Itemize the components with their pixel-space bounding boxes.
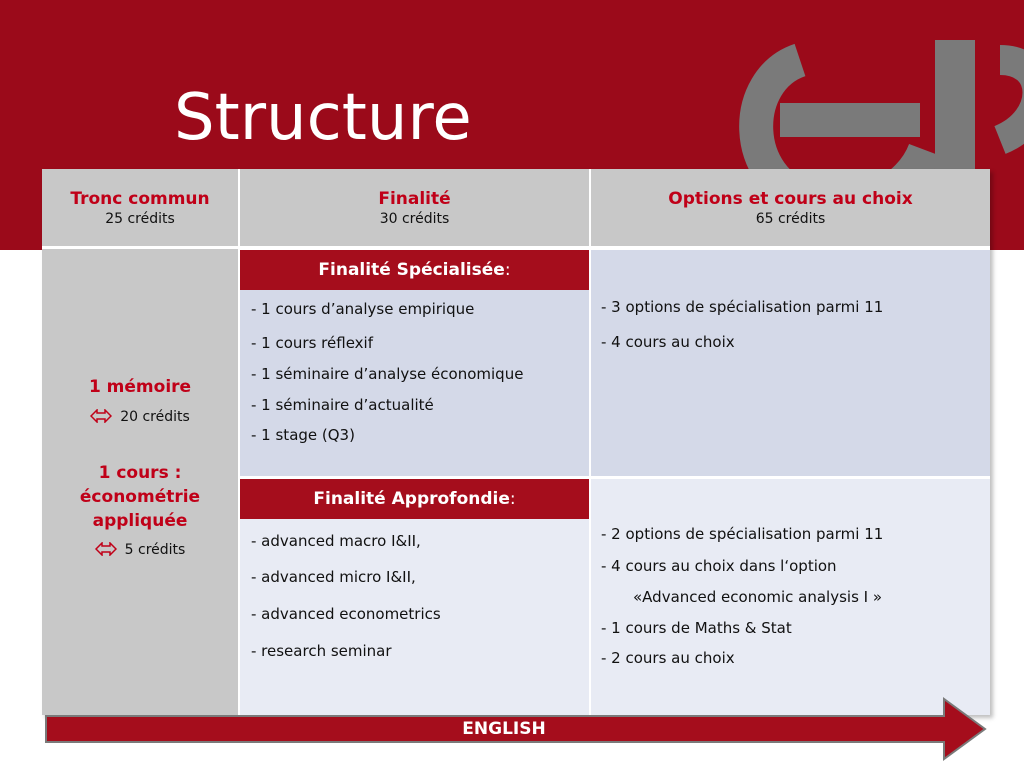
tronc-commun-cell: 1 mémoire 20 crédits 1 cours : économétr… xyxy=(42,249,238,715)
header-options: Options et cours au choix 65 crédits xyxy=(591,169,990,246)
approfondie-options-cell: - 2 options de spécialisation parmi 11 -… xyxy=(591,479,990,715)
memoire-credits-row: 20 crédits xyxy=(42,409,238,425)
structure-table: Tronc commun 25 crédits Finalité 30 créd… xyxy=(42,169,990,715)
english-arrow-icon xyxy=(45,697,987,761)
approfondie-colon: : xyxy=(509,489,516,509)
list-item: - 2 cours au choix xyxy=(601,649,735,667)
list-item: - 1 stage (Q3) xyxy=(251,426,355,444)
header-credits: 25 crédits xyxy=(105,211,175,227)
double-arrow-icon xyxy=(90,409,113,423)
approfondie-header: Finalité Approfondie: xyxy=(240,479,589,519)
list-item: - advanced econometrics xyxy=(251,605,441,623)
approfondie-courses-cell: - advanced macro I&II, - advanced micro … xyxy=(240,519,589,715)
list-item: - 1 séminaire d’actualité xyxy=(251,396,434,414)
cours-line-3: appliquée xyxy=(92,511,188,531)
approfondie-title: Finalité Approfondie xyxy=(313,489,510,509)
memoire-label: 1 mémoire xyxy=(88,377,192,397)
cours-line-2: économétrie xyxy=(79,487,201,507)
list-item: - 1 cours d’analyse empirique xyxy=(251,300,475,318)
specialisee-options-cell: - 3 options de spécialisation parmi 11 -… xyxy=(591,250,990,476)
list-item: - 4 cours au choix dans l‘option xyxy=(601,557,837,575)
list-item: - 3 options de spécialisation parmi 11 xyxy=(601,298,884,316)
cours-line-1: 1 cours : xyxy=(98,463,182,483)
header-tronc-commun: Tronc commun 25 crédits xyxy=(42,169,238,246)
english-label: ENGLISH xyxy=(462,719,546,739)
header-credits: 30 crédits xyxy=(379,211,450,227)
header-credits: 65 crédits xyxy=(755,211,826,227)
list-item: - 4 cours au choix xyxy=(601,333,735,351)
header-title: Options et cours au choix xyxy=(668,189,913,209)
specialisee-header: Finalité Spécialisée: xyxy=(240,250,589,290)
specialisee-colon: : xyxy=(504,260,511,280)
header-finalite: Finalité 30 crédits xyxy=(240,169,589,246)
memoire-credits: 20 crédits xyxy=(120,409,190,425)
list-item: - 2 options de spécialisation parmi 11 xyxy=(601,525,884,543)
list-item: - 1 cours réflexif xyxy=(251,334,373,352)
header-title: Finalité xyxy=(378,189,451,209)
list-item: - 1 séminaire d’analyse économique xyxy=(251,365,524,383)
specialisee-title: Finalité Spécialisée xyxy=(318,260,505,280)
cours-credits-row: 5 crédits xyxy=(42,542,238,558)
list-item: - advanced macro I&II, xyxy=(251,532,421,550)
slide-title: Structure xyxy=(174,81,472,155)
list-item: - 1 cours de Maths & Stat xyxy=(601,619,792,637)
list-item: - research seminar xyxy=(251,642,392,660)
specialisee-courses-cell: - 1 cours d’analyse empirique - 1 cours … xyxy=(240,290,589,476)
cours-credits: 5 crédits xyxy=(124,542,186,558)
list-item: «Advanced economic analysis I » xyxy=(633,588,883,606)
header-title: Tronc commun xyxy=(70,189,210,209)
list-item: - advanced micro I&II, xyxy=(251,568,416,586)
double-arrow-icon xyxy=(94,542,117,556)
